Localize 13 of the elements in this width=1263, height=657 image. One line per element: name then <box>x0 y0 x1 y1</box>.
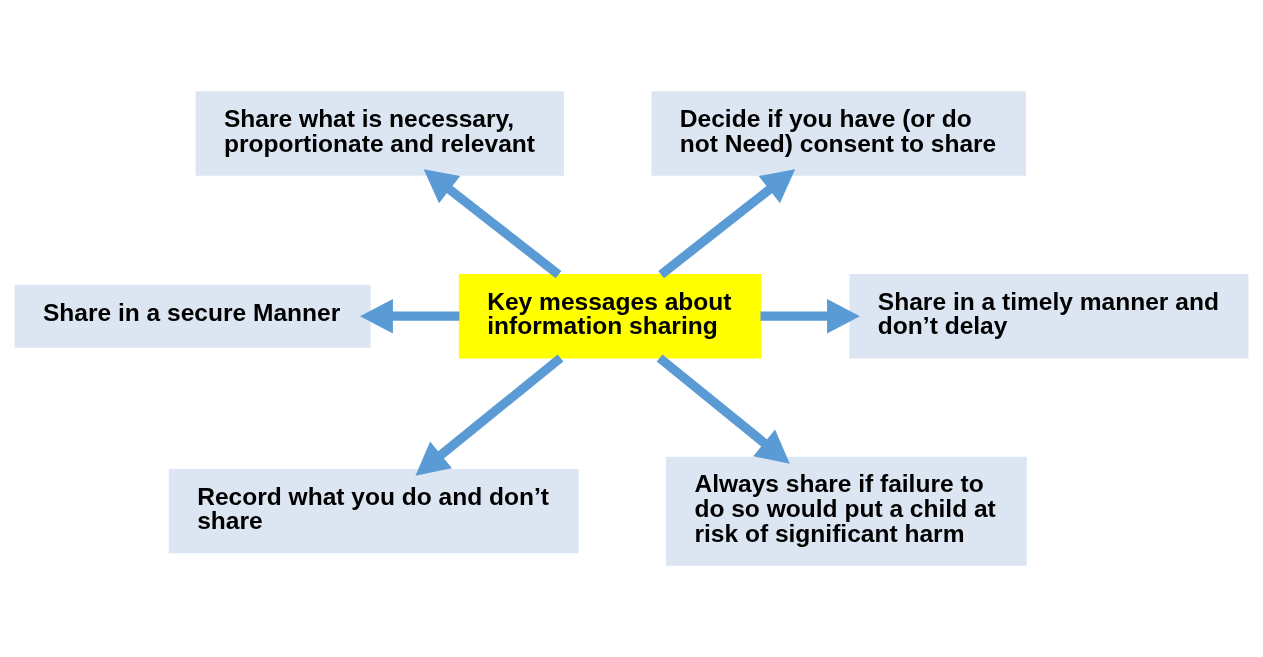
arrow <box>415 354 564 476</box>
node-box: Key messages about information sharing <box>458 274 762 359</box>
arrow <box>423 169 562 279</box>
node-box: Share in a timely manner and don’t delay <box>849 274 1249 359</box>
node-box: Always share if failure to do so would put a child at risk of significant harm <box>666 456 1027 566</box>
arrow <box>658 169 796 279</box>
node-box: Share what is necessary, proportionate and relevant <box>195 91 564 176</box>
arrow <box>656 354 790 464</box>
node-box: Share in a secure Manner <box>14 284 371 348</box>
arrow <box>760 298 860 334</box>
node-box: Decide if you have (or do not Need) consent to share <box>651 91 1026 176</box>
arrow <box>360 298 460 334</box>
node-box: Record what you do and don’t share <box>168 468 579 554</box>
